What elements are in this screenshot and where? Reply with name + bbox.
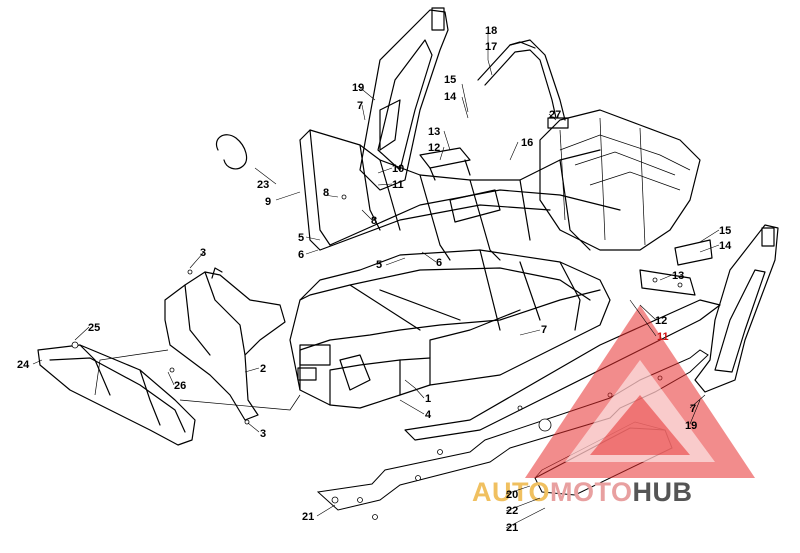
callout-12: 12 bbox=[428, 142, 440, 154]
callout-3b: 3 bbox=[260, 428, 266, 440]
callout-15b: 15 bbox=[719, 225, 731, 237]
callout-23: 23 bbox=[257, 179, 269, 191]
callout-26: 26 bbox=[174, 380, 186, 392]
callout-9: 9 bbox=[265, 196, 271, 208]
callout-11: 11 bbox=[392, 179, 404, 191]
callout-21b: 21 bbox=[302, 511, 314, 523]
callout-8a: 8 bbox=[323, 187, 329, 199]
callout-10: 10 bbox=[392, 163, 404, 175]
callout-18: 18 bbox=[485, 25, 497, 37]
skid-plate-main bbox=[316, 349, 709, 511]
callout-4: 4 bbox=[425, 409, 432, 421]
callout-7: 7 bbox=[357, 100, 363, 112]
callout-leaders bbox=[32, 34, 720, 529]
callout-19b: 19 bbox=[685, 420, 697, 432]
callout-8b: 8 bbox=[371, 215, 377, 227]
svg-text:AUTOMOTOHUB: AUTOMOTOHUB bbox=[472, 477, 693, 507]
watermark-moto: MOTO bbox=[550, 477, 633, 507]
callout-6b: 6 bbox=[436, 257, 442, 269]
callout-21a: 21 bbox=[506, 522, 518, 534]
callout-labels: 18 17 15 14 19 7 27 13 12 16 10 11 23 9 … bbox=[17, 25, 732, 534]
callout-20: 20 bbox=[506, 489, 518, 501]
callout-5b: 5 bbox=[376, 259, 382, 271]
callout-27: 27 bbox=[549, 109, 561, 121]
callout-7c: 7 bbox=[690, 403, 696, 415]
callout-19: 19 bbox=[352, 82, 364, 94]
callout-22: 22 bbox=[506, 505, 518, 517]
callout-2: 2 bbox=[260, 363, 266, 375]
callout-14: 14 bbox=[444, 91, 457, 103]
callout-3a: 3 bbox=[200, 247, 206, 259]
watermark-auto: AUTO bbox=[472, 477, 550, 507]
callout-6a: 6 bbox=[298, 249, 304, 261]
callout-12b: 12 bbox=[655, 315, 667, 327]
callout-11b: 11 bbox=[657, 331, 669, 343]
watermark-logo: AUTOMOTOHUB bbox=[472, 305, 755, 507]
callout-14b: 14 bbox=[719, 240, 732, 252]
callout-13b: 13 bbox=[672, 270, 684, 282]
callout-1: 1 bbox=[425, 393, 431, 405]
callout-25: 25 bbox=[88, 322, 100, 334]
callout-16: 16 bbox=[521, 137, 533, 149]
watermark-hub: HUB bbox=[633, 477, 693, 507]
callout-15: 15 bbox=[444, 74, 456, 86]
callout-13: 13 bbox=[428, 126, 440, 138]
callout-7b: 7 bbox=[541, 324, 547, 336]
callout-5a: 5 bbox=[298, 232, 304, 244]
callout-24: 24 bbox=[17, 359, 30, 371]
callout-17: 17 bbox=[485, 41, 497, 53]
